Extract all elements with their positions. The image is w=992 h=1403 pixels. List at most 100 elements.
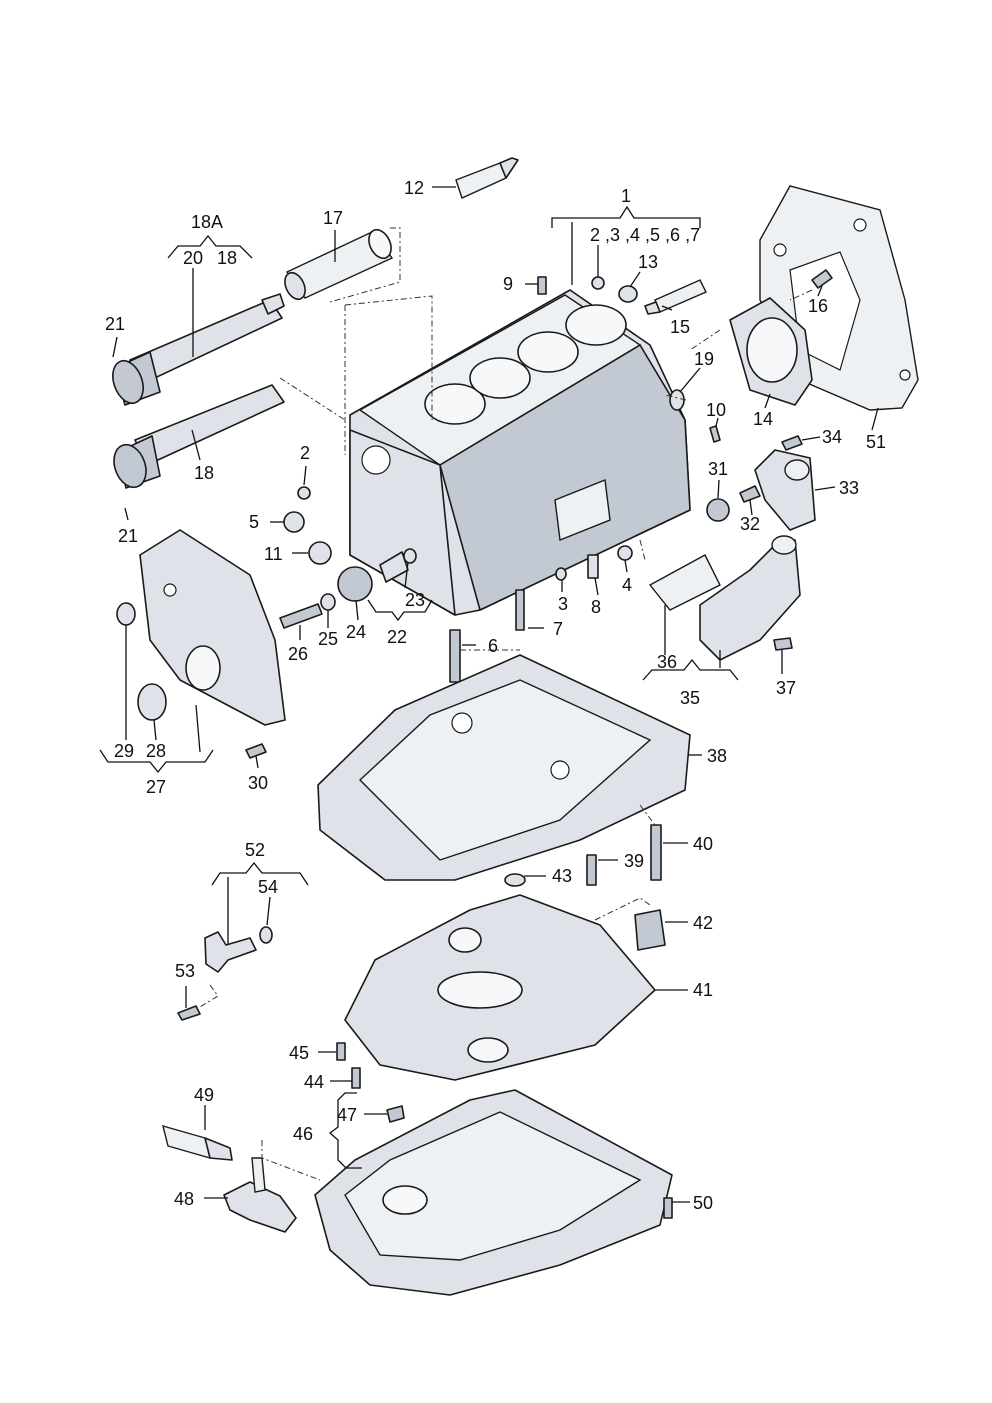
bushing-13 — [618, 285, 638, 303]
sensor-42 — [634, 909, 666, 951]
plug-3 — [555, 567, 567, 581]
label-25: 25 — [318, 629, 338, 649]
bushing-5 — [283, 511, 305, 533]
seal-29 — [116, 602, 136, 626]
label-20: 20 — [183, 248, 203, 268]
label-49: 49 — [194, 1085, 214, 1105]
label-17: 17 — [323, 208, 343, 228]
oil-separator-35 — [699, 535, 801, 661]
label-5: 5 — [249, 512, 259, 532]
bolt-32 — [739, 485, 761, 503]
balance-shaft-18 — [113, 384, 285, 489]
label-21-top: 21 — [105, 314, 125, 334]
plug-9 — [537, 276, 547, 295]
label-42: 42 — [693, 913, 713, 933]
label-24: 24 — [346, 622, 366, 642]
sleeve-17 — [284, 228, 394, 301]
bolt-34 — [781, 435, 803, 451]
label-31: 31 — [708, 459, 728, 479]
label-16: 16 — [808, 296, 828, 316]
gasket-36 — [648, 554, 721, 611]
label-54: 54 — [258, 877, 278, 897]
label-10: 10 — [706, 400, 726, 420]
bolt-40 — [650, 824, 662, 881]
label-32: 32 — [740, 514, 760, 534]
label-45: 45 — [289, 1043, 309, 1063]
bushing-4 — [617, 545, 633, 561]
label-28: 28 — [146, 741, 166, 761]
label-15: 15 — [670, 317, 690, 337]
label-29: 29 — [114, 741, 134, 761]
label-40: 40 — [693, 834, 713, 854]
bolt-53 — [177, 1005, 201, 1021]
bolt-45 — [336, 1042, 346, 1061]
bushing-2 — [591, 276, 605, 290]
cover-33 — [754, 449, 816, 531]
seal-43 — [504, 873, 526, 887]
label-23: 23 — [405, 590, 425, 610]
label-26: 26 — [288, 644, 308, 664]
label-27: 27 — [146, 777, 166, 797]
plug-47 — [386, 1105, 405, 1123]
label-44: 44 — [304, 1072, 324, 1092]
label-18a: 18A — [191, 212, 223, 232]
label-30: 30 — [248, 773, 268, 793]
label-34: 34 — [822, 427, 842, 447]
leader-lines — [99, 186, 879, 1203]
label-2-7: 2 ,3 ,4 ,5 ,6 ,7 — [590, 225, 700, 245]
label-43: 43 — [552, 866, 572, 886]
bushing-2b — [297, 486, 311, 500]
sealant-tube-49 — [162, 1124, 233, 1161]
balance-shaft-20 — [112, 293, 285, 406]
label-19: 19 — [694, 349, 714, 369]
jet-8 — [587, 554, 599, 579]
crankcase-frame-38 — [317, 654, 691, 881]
bolt-44 — [351, 1067, 361, 1089]
bolt-37 — [773, 637, 793, 651]
shaft-23 — [379, 551, 409, 583]
oring-54 — [259, 926, 273, 944]
oil-level-sensor-48 — [223, 1157, 297, 1233]
baffle-plate-41 — [344, 894, 656, 1081]
label-53: 53 — [175, 961, 195, 981]
label-18-brace: 18 — [217, 248, 237, 268]
label-35: 35 — [680, 688, 700, 708]
label-9: 9 — [503, 274, 513, 294]
label-7: 7 — [553, 619, 563, 639]
washer-25 — [320, 593, 336, 611]
seal-flange-14 — [729, 297, 813, 406]
label-51: 51 — [866, 432, 886, 452]
label-2: 2 — [300, 443, 310, 463]
sealant-tube-12 — [455, 157, 519, 199]
label-36: 36 — [657, 652, 677, 672]
bolt-50 — [663, 1197, 673, 1219]
label-12: 12 — [404, 178, 424, 198]
label-11: 11 — [264, 544, 283, 564]
label-8: 8 — [591, 597, 601, 617]
gear-31 — [706, 498, 730, 522]
bolt-6 — [449, 629, 461, 683]
label-1: 1 — [621, 186, 631, 206]
engine-block-1 — [349, 289, 691, 616]
timing-cover-27 — [139, 529, 286, 726]
bolt-7 — [515, 589, 525, 631]
alignment-lines — [194, 227, 813, 1181]
label-38: 38 — [707, 746, 727, 766]
seal-19 — [669, 389, 685, 411]
bolt-26 — [279, 603, 323, 629]
label-14: 14 — [753, 409, 773, 429]
seal-28 — [137, 683, 167, 721]
label-39: 39 — [624, 851, 644, 871]
label-21-bottom: 21 — [118, 526, 138, 546]
label-50: 50 — [693, 1193, 713, 1213]
sensor-52 — [204, 931, 257, 973]
label-41: 41 — [693, 980, 713, 1000]
oil-pan-46 — [314, 1089, 673, 1296]
bolt-39 — [586, 854, 597, 886]
label-52: 52 — [245, 840, 265, 860]
label-3: 3 — [558, 594, 568, 614]
part-labels: 12 1 2 ,3 ,4 ,5 ,6 ,7 13 9 15 19 10 18A … — [105, 178, 886, 1213]
ring-23 — [403, 548, 417, 564]
gear-24 — [337, 566, 373, 602]
